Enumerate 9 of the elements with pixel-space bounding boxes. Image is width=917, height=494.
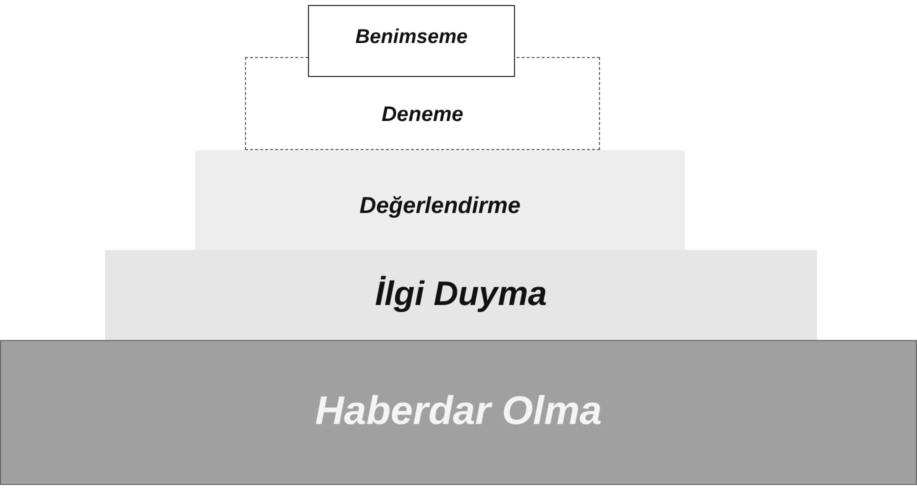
stage-band [195,150,685,250]
stage-label: İlgi Duyma [375,275,547,314]
stage-band [0,340,917,485]
stage-band [105,250,817,340]
stage-box [308,5,515,77]
stage-label: Değerlendirme [359,192,521,219]
stage-label: Deneme [382,103,464,127]
stage-label: Haberdar Olma [315,389,602,434]
stage-label: Benimseme [355,26,468,49]
